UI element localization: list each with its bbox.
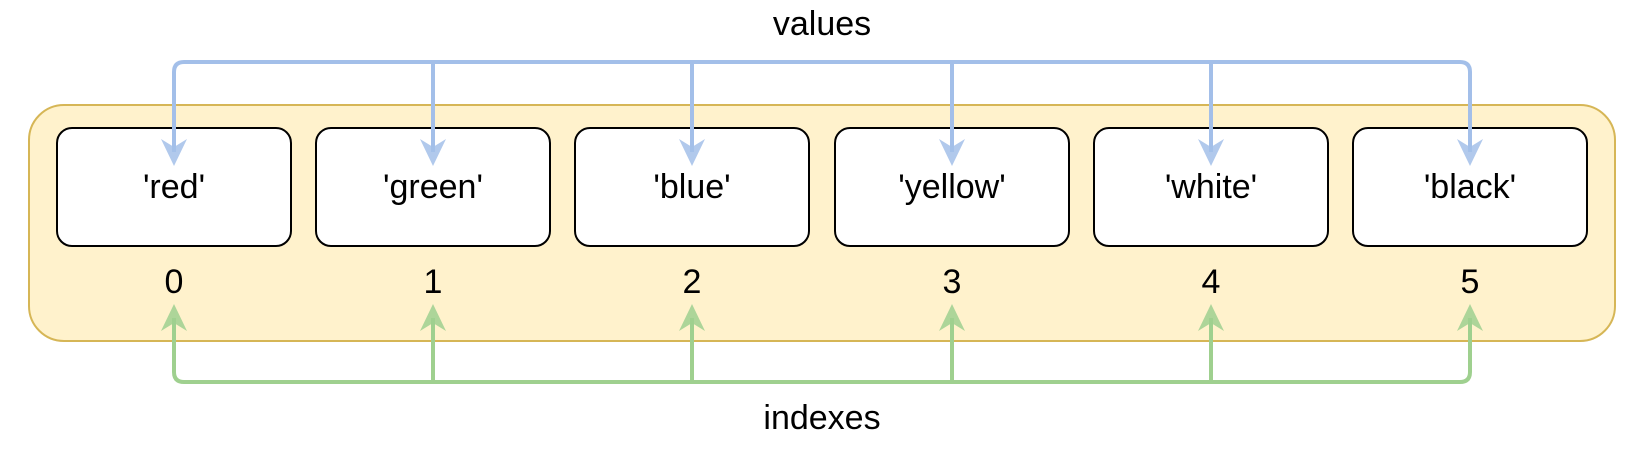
indexes-label: indexes (763, 399, 881, 437)
value-box-0: 'red' (56, 127, 292, 247)
value-text-4: 'white' (1164, 167, 1258, 206)
value-box-4: 'white' (1093, 127, 1329, 247)
values-label: values (772, 5, 872, 43)
value-box-1: 'green' (315, 127, 551, 247)
value-text-3: 'yellow' (898, 167, 1006, 206)
value-text-1: 'green' (383, 167, 483, 206)
index-label-1: 1 (423, 263, 443, 301)
value-box-5: 'black' (1352, 127, 1588, 247)
index-label-0: 0 (164, 263, 184, 301)
value-box-3: 'yellow' (834, 127, 1070, 247)
index-label-3: 3 (942, 263, 962, 301)
index-label-2: 2 (682, 263, 702, 301)
value-text-0: 'red' (142, 167, 206, 206)
index-label-5: 5 (1460, 263, 1480, 301)
value-text-2: 'blue' (653, 167, 731, 206)
value-box-2: 'blue' (574, 127, 810, 247)
index-label-4: 4 (1201, 263, 1221, 301)
value-text-5: 'black' (1423, 167, 1517, 206)
